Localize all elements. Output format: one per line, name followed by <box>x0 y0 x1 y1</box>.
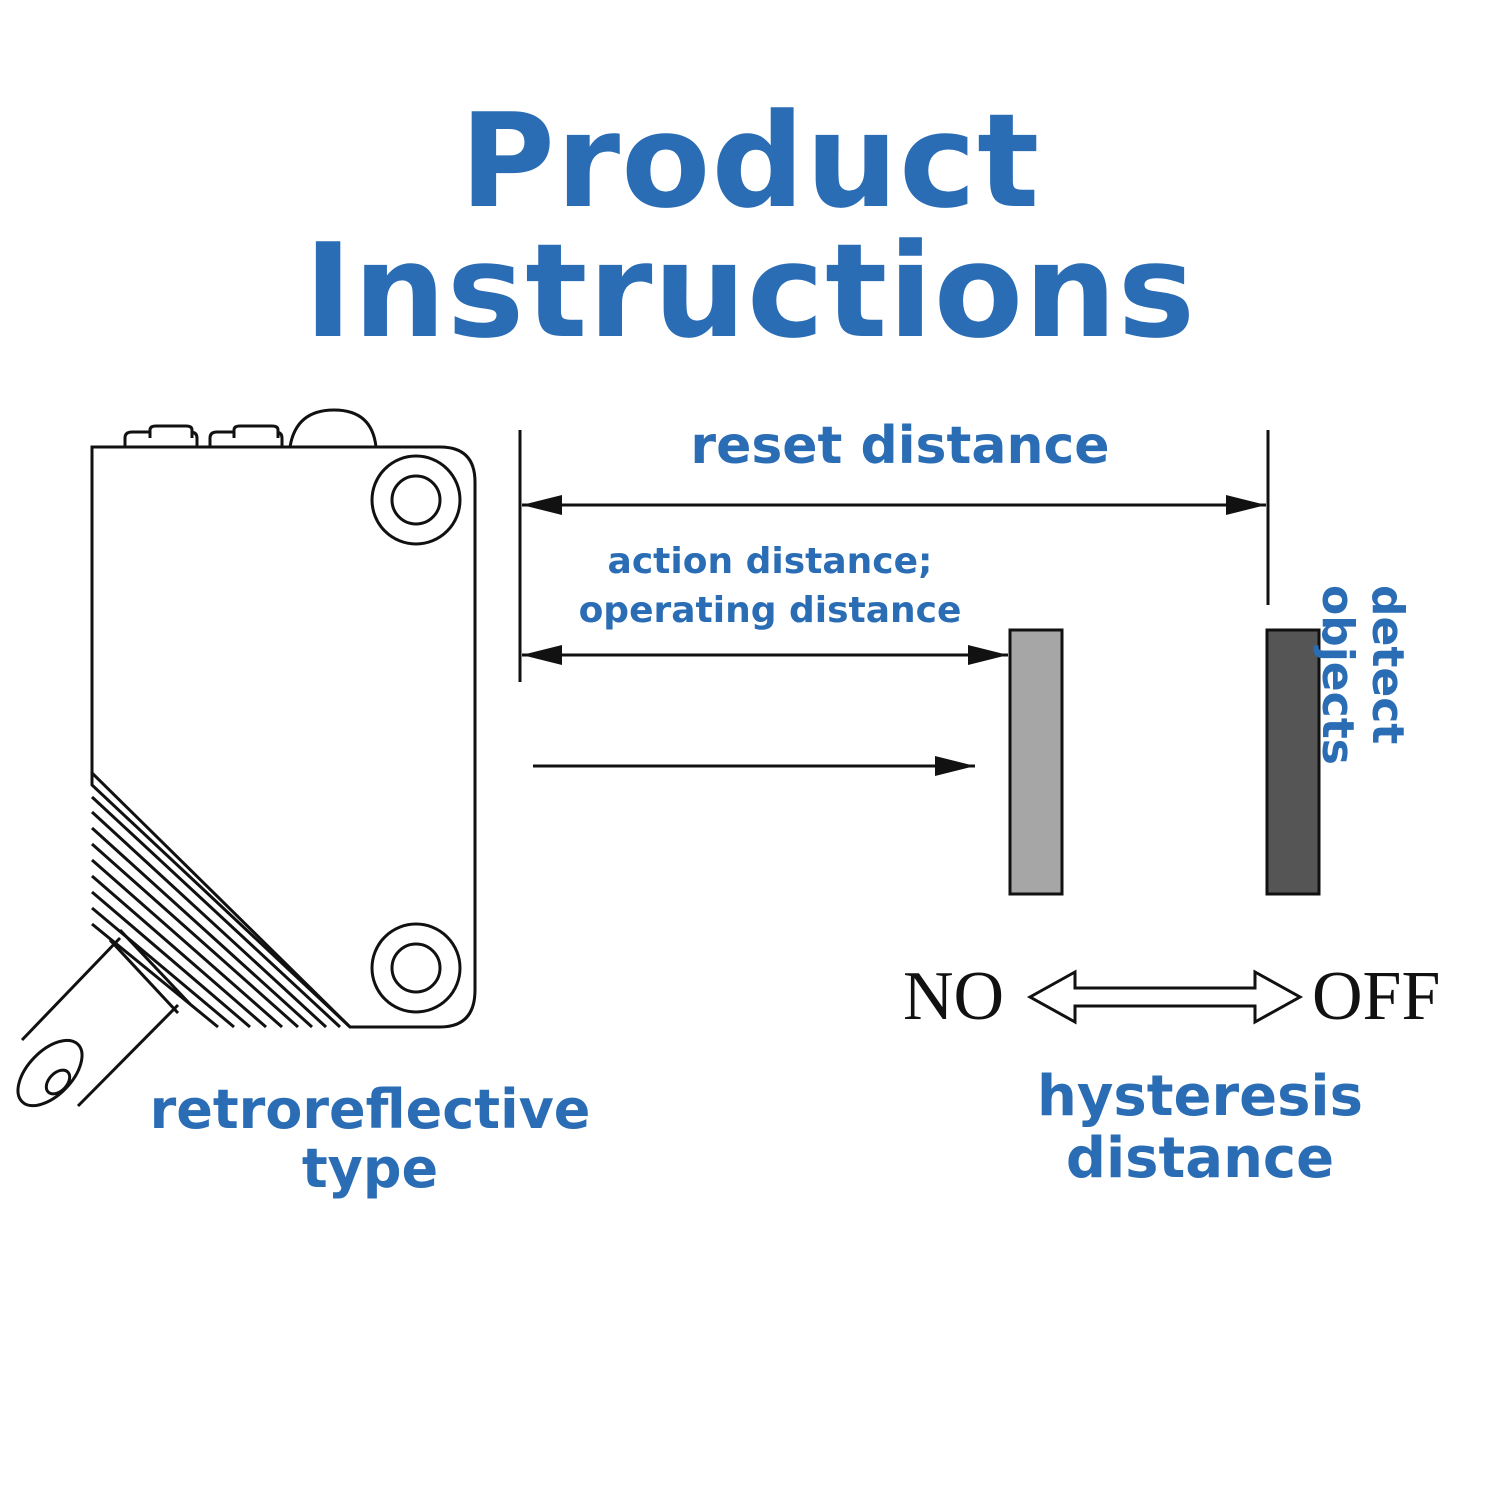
detect-objects-label: detect objects <box>1312 585 1413 765</box>
sensor-type-line2: type <box>301 1137 439 1201</box>
state-off-label: OFF <box>1312 958 1441 1035</box>
action-distance-line1: action distance; <box>607 541 933 582</box>
hysteresis-double-arrow-icon <box>1026 969 1304 1025</box>
hysteresis-distance-label: hysteresis distance <box>1000 1066 1400 1189</box>
sensor-type-line1: retroreflective <box>149 1078 591 1141</box>
sensor-type-label: retroreflective type <box>110 1080 630 1199</box>
detect-object-near <box>1008 628 1064 896</box>
state-on-label: NO <box>903 958 1005 1035</box>
action-distance-label: action distance; operating distance <box>540 538 1000 635</box>
detect-object-far <box>1265 628 1321 896</box>
action-distance-line2: operating distance <box>578 589 962 631</box>
page-title: Product Instructions <box>303 85 1197 367</box>
photoelectric-sensor-icon <box>16 408 477 1108</box>
hysteresis-line1: hysteresis <box>1037 1064 1363 1129</box>
reset-distance-label: reset distance <box>690 416 1110 476</box>
hysteresis-line2: distance <box>1065 1125 1335 1191</box>
